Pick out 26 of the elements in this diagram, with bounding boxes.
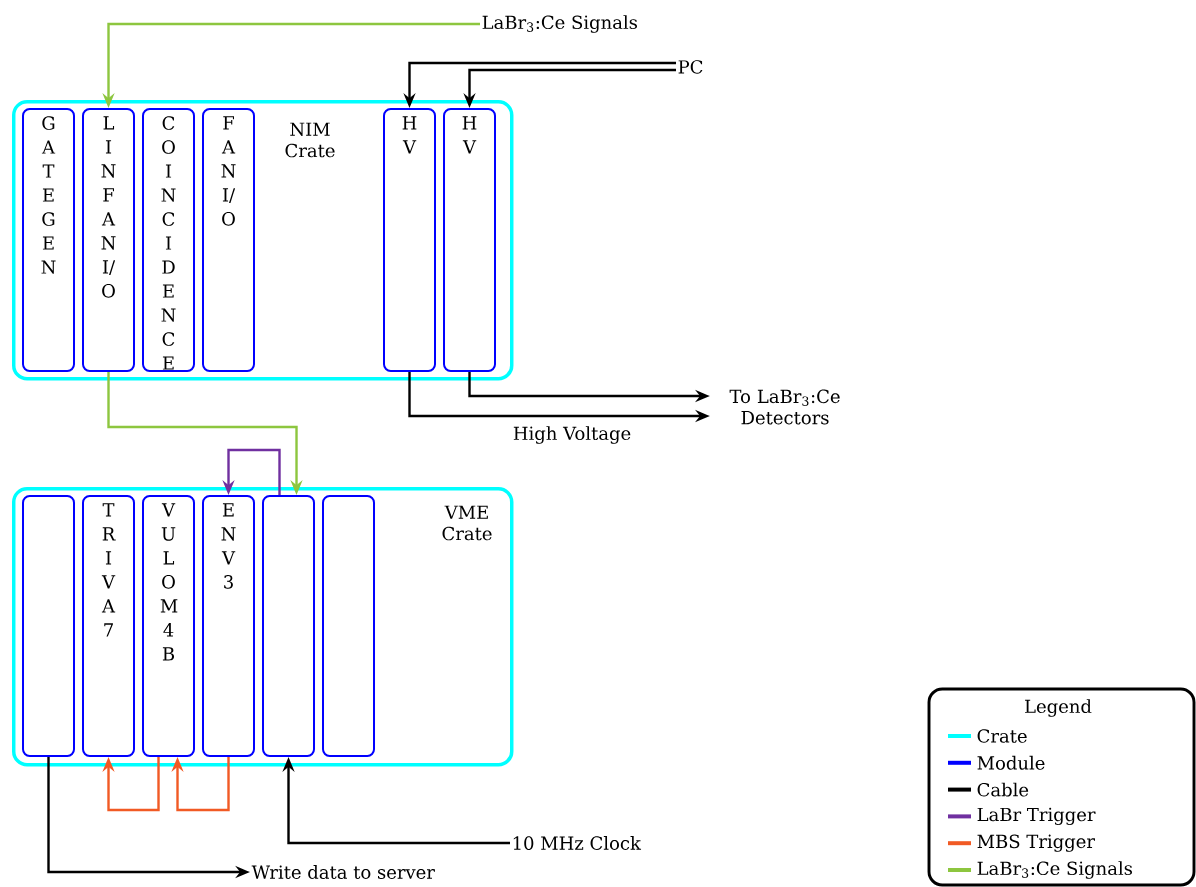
module-box: HV xyxy=(443,108,496,372)
legend-label: MBS Trigger xyxy=(977,834,1095,852)
legend-label: LaBr$_{3}$:Ce Signals xyxy=(977,861,1132,879)
module-box xyxy=(22,495,75,757)
module-box: LIN FAN I/O xyxy=(82,108,135,372)
module-box: ENV3 xyxy=(202,495,255,757)
legend-label: Cable xyxy=(977,782,1029,797)
signal-label: Write data to server xyxy=(251,865,435,879)
module-box: COINCIDENCE xyxy=(142,108,195,372)
module-box xyxy=(262,495,315,757)
module-box: TRIVA7 xyxy=(82,495,135,757)
legend-label: Crate xyxy=(977,729,1027,743)
signal-label: LaBr$_{3}$:Ce Signals xyxy=(482,15,637,33)
edge-label: High Voltage xyxy=(511,424,633,446)
module-box: GATE GEN xyxy=(22,108,75,372)
module-box: FAN I/O xyxy=(202,108,255,372)
legend-label: LaBr Trigger xyxy=(977,807,1096,825)
legend-label: Module xyxy=(977,755,1045,770)
signal-label: To LaBr$_{3}$:Ce Detectors xyxy=(729,389,840,425)
signal-label: PC xyxy=(678,60,703,74)
module-box: HV xyxy=(383,108,436,372)
signal-label: 10 MHz Clock xyxy=(513,836,642,850)
module-box: VULOM4B xyxy=(142,495,195,757)
arrow xyxy=(171,757,230,812)
arrow xyxy=(102,757,160,812)
module-box xyxy=(322,495,375,757)
